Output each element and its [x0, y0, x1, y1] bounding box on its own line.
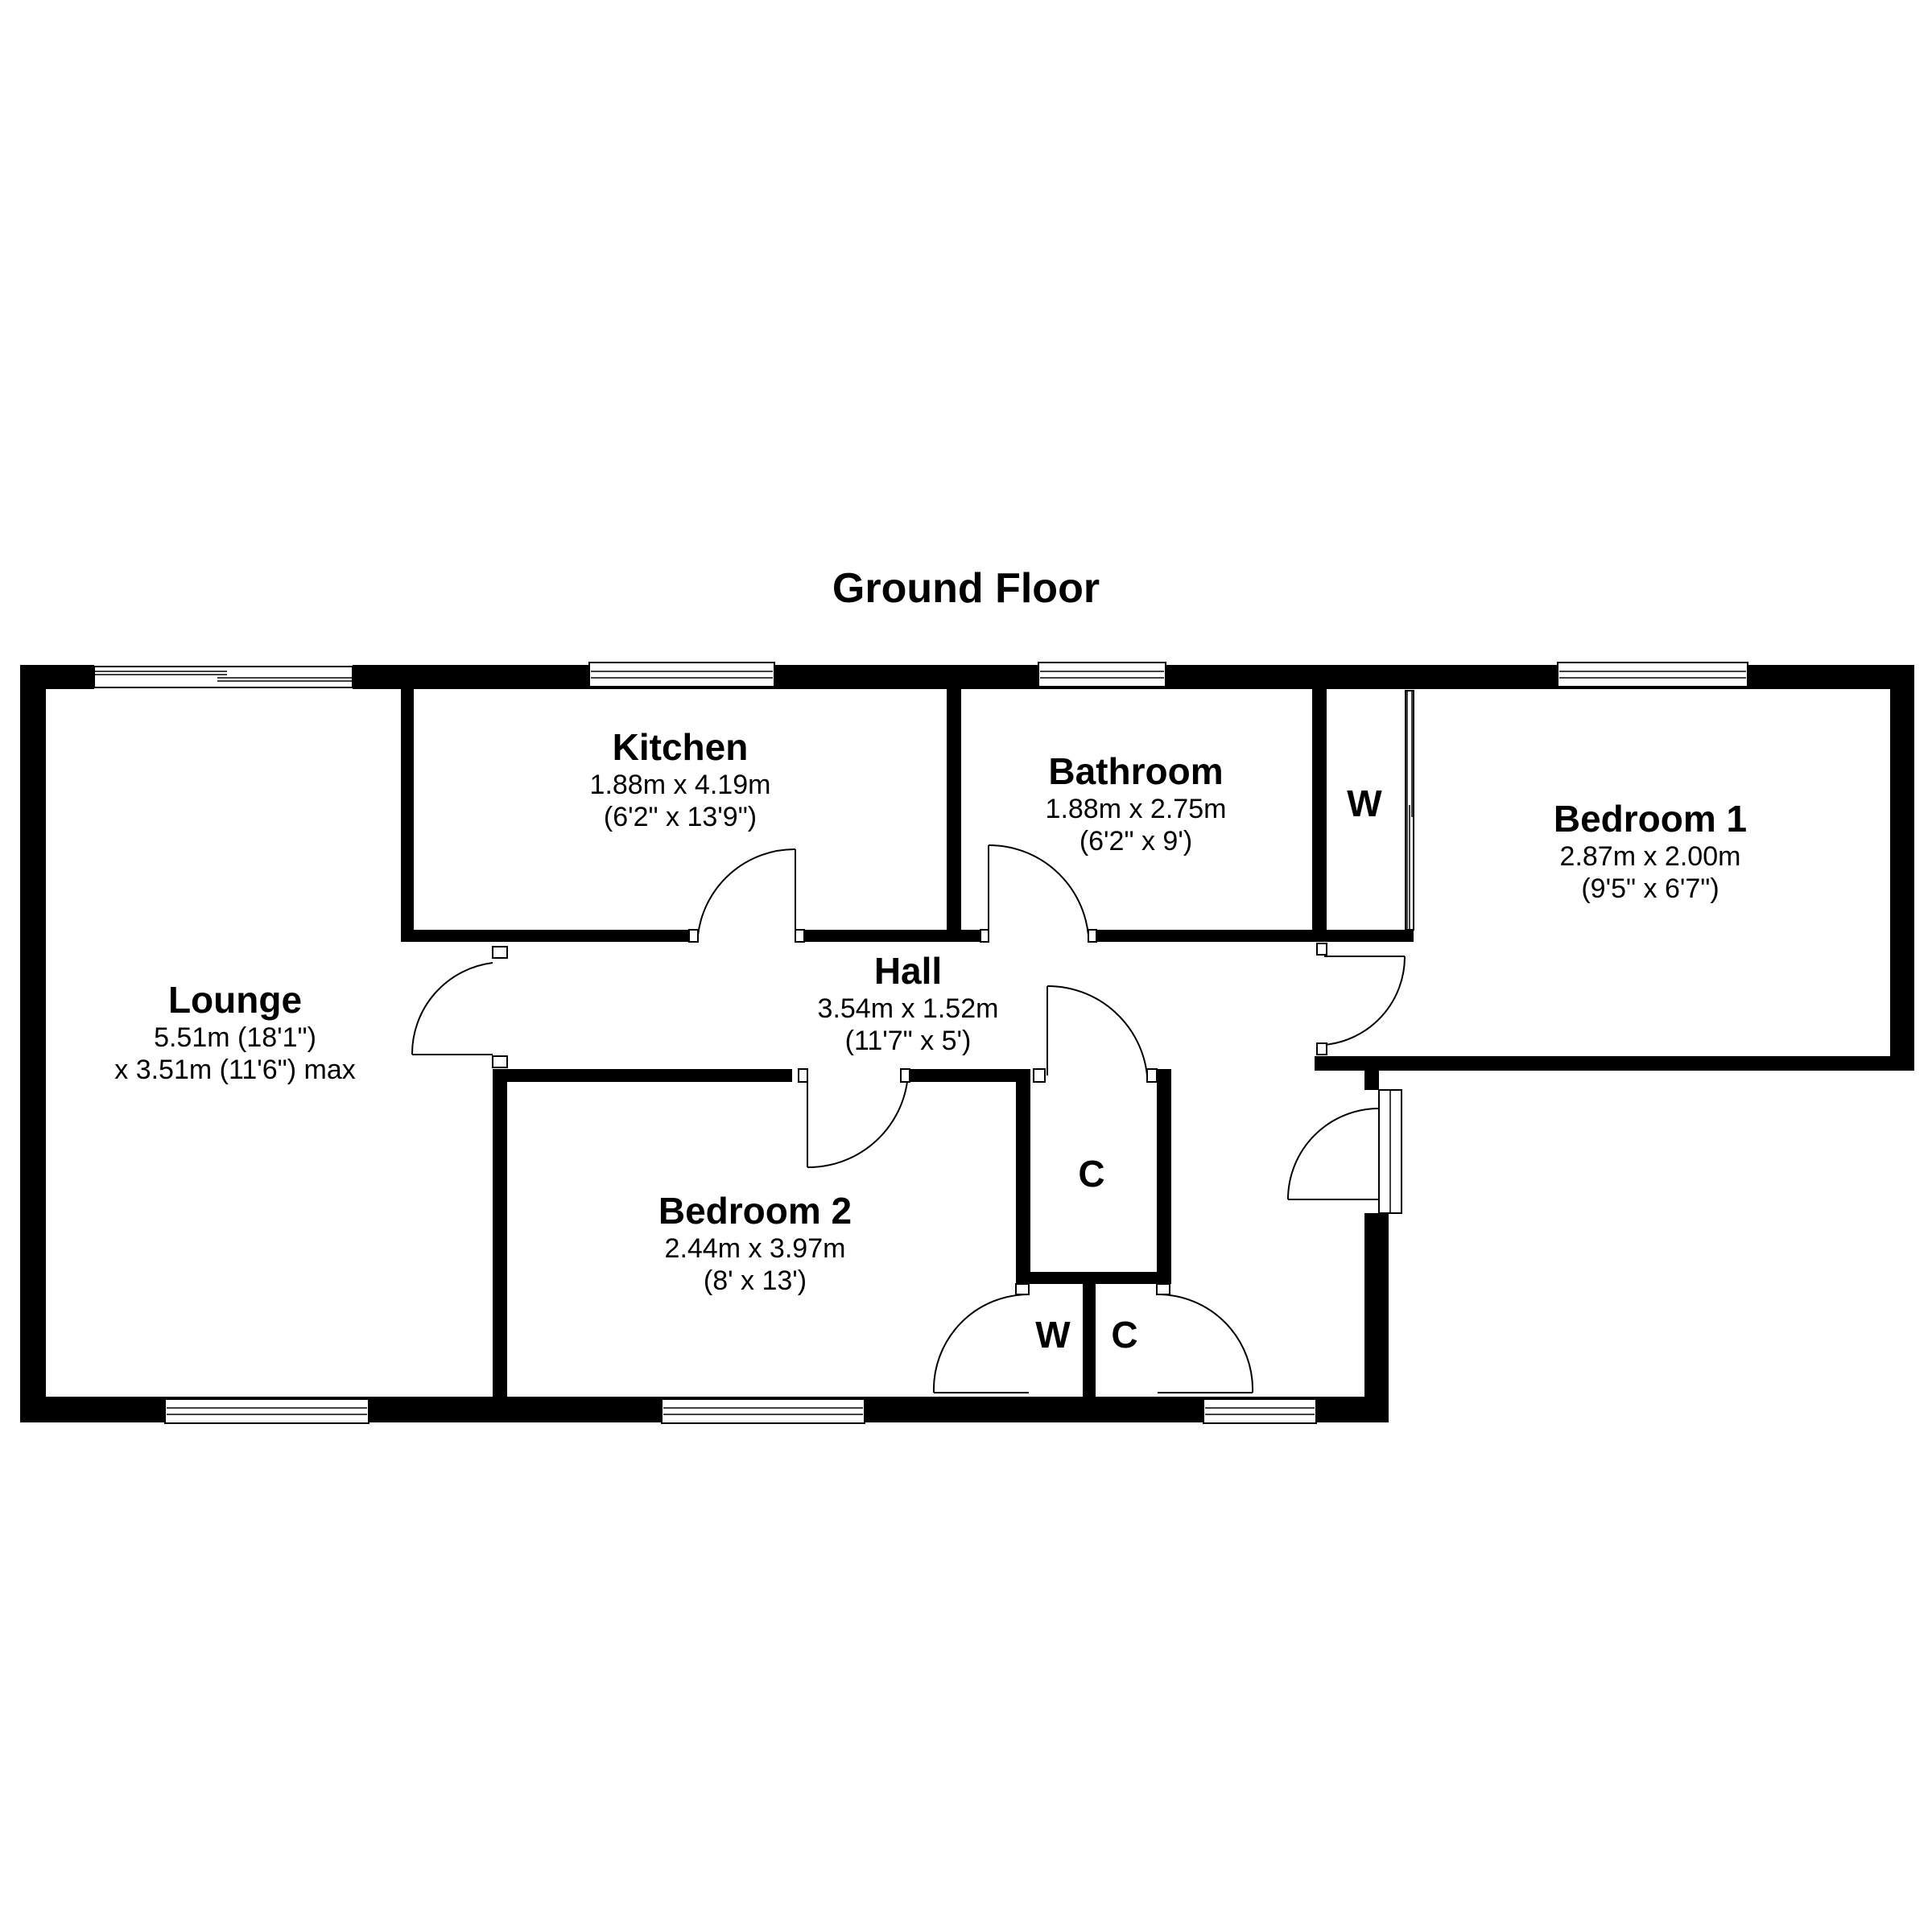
wall-wardrobe1-bottom: [1312, 930, 1414, 942]
bathroom-door: [980, 844, 1097, 943]
bathroom-window: [1038, 662, 1166, 687]
wall-kitchen-bottom-right: [795, 930, 958, 942]
room-dimensions-metric: 1.88m x 2.75m: [1046, 794, 1227, 824]
wall-bedroom1-right: [1890, 665, 1914, 1071]
cupboard-window-bottom: [1203, 1398, 1317, 1424]
floor-title: Ground Floor: [832, 565, 1100, 612]
cupboard-label-bottom: C: [1111, 1314, 1137, 1356]
room-dimensions-metric: 5.51m (18'1"): [154, 1022, 316, 1053]
room-dimensions-imperial: (6'2" x 9'): [1080, 826, 1192, 857]
kitchen-window: [588, 662, 775, 687]
cupboard-door: [1033, 985, 1158, 1083]
lounge-door: [411, 946, 508, 1068]
wall-bathroom-left-stub: [961, 930, 980, 942]
front-door: [1287, 1108, 1380, 1200]
wall-kitchen-bottom-left: [401, 930, 689, 942]
cupboard2-door: [1156, 1283, 1254, 1393]
wardrobe-label-bedroom1: W: [1347, 782, 1382, 824]
wall-left: [20, 665, 46, 1422]
room-name: Bedroom 2: [658, 1190, 852, 1232]
wall-wc-divider: [1083, 1284, 1096, 1398]
room-name: Bedroom 1: [1554, 798, 1747, 840]
wall-bathroom-bottom: [1096, 930, 1314, 942]
wall-cupboard-bottom: [1016, 1272, 1171, 1284]
wardrobe-label-bedroom2: W: [1035, 1314, 1071, 1356]
wall-bathroom-right: [1312, 689, 1327, 942]
bedroom1-door: [1316, 943, 1406, 1055]
room-label-bathroom: Bathroom 1.88m x 2.75m (6'2" x 9'): [1046, 750, 1227, 857]
room-dimensions-imperial: (6'2" x 13'9"): [604, 802, 757, 832]
room-dimensions-imperial: (9'5" x 6'7"): [1581, 873, 1719, 904]
kitchen-door: [688, 848, 805, 943]
wall-kitchen-right: [947, 689, 961, 942]
windows: [93, 662, 1748, 1424]
room-dimensions-metric: 3.54m x 1.52m: [818, 993, 999, 1024]
wardrobe2-door: [932, 1283, 1030, 1393]
room-dimensions-imperial: (8' x 13'): [704, 1265, 807, 1296]
entrance-frame: [1378, 1089, 1402, 1214]
room-name: Kitchen: [613, 726, 749, 768]
wall-lounge-right: [493, 1069, 507, 1422]
room-label-bedroom2: Bedroom 2 2.44m x 3.97m (8' x 13'): [658, 1190, 852, 1296]
wall-cupboard-right: [1157, 1069, 1171, 1284]
room-name: Hall: [874, 950, 942, 992]
doors: [411, 844, 1406, 1393]
wall-bedroom2-top-left: [493, 1069, 792, 1082]
wall-bedroom1-bottom: [1315, 1056, 1914, 1071]
bedroom1-window: [1557, 662, 1748, 687]
interior-walls: [401, 689, 1414, 1422]
wall-kitchen-left: [401, 689, 414, 942]
wall-right-upper-stub: [1364, 1071, 1379, 1090]
room-name: Bathroom: [1048, 750, 1223, 792]
room-dimensions-imperial: x 3.51m (11'6") max: [114, 1055, 355, 1085]
room-dimensions-metric: 2.87m x 2.00m: [1560, 841, 1741, 872]
room-label-lounge: Lounge 5.51m (18'1") x 3.51m (11'6") max: [114, 979, 355, 1085]
wall-right-lower: [1364, 1213, 1389, 1422]
lounge-sliding-door: [93, 666, 353, 688]
bedroom2-door: [798, 1068, 910, 1169]
bedroom2-window: [661, 1398, 865, 1424]
cupboard-label-hall: C: [1078, 1153, 1104, 1195]
room-name: Lounge: [168, 979, 302, 1021]
room-dimensions-metric: 2.44m x 3.97m: [665, 1233, 846, 1264]
room-label-kitchen: Kitchen 1.88m x 4.19m (6'2" x 13'9"): [590, 726, 771, 832]
wall-cupboard-left: [1016, 1069, 1030, 1284]
room-dimensions-imperial: (11'7" x 5'): [845, 1026, 972, 1056]
room-dimensions-metric: 1.88m x 4.19m: [590, 770, 771, 800]
room-label-hall: Hall 3.54m x 1.52m (11'7" x 5'): [818, 950, 999, 1056]
wardrobe1-sliding-doors: [1405, 690, 1414, 931]
lounge-window-bottom: [164, 1398, 369, 1424]
wall-bedroom2-top-right: [910, 1069, 1030, 1082]
room-label-bedroom1: Bedroom 1 2.87m x 2.00m (9'5" x 6'7"): [1554, 798, 1747, 904]
